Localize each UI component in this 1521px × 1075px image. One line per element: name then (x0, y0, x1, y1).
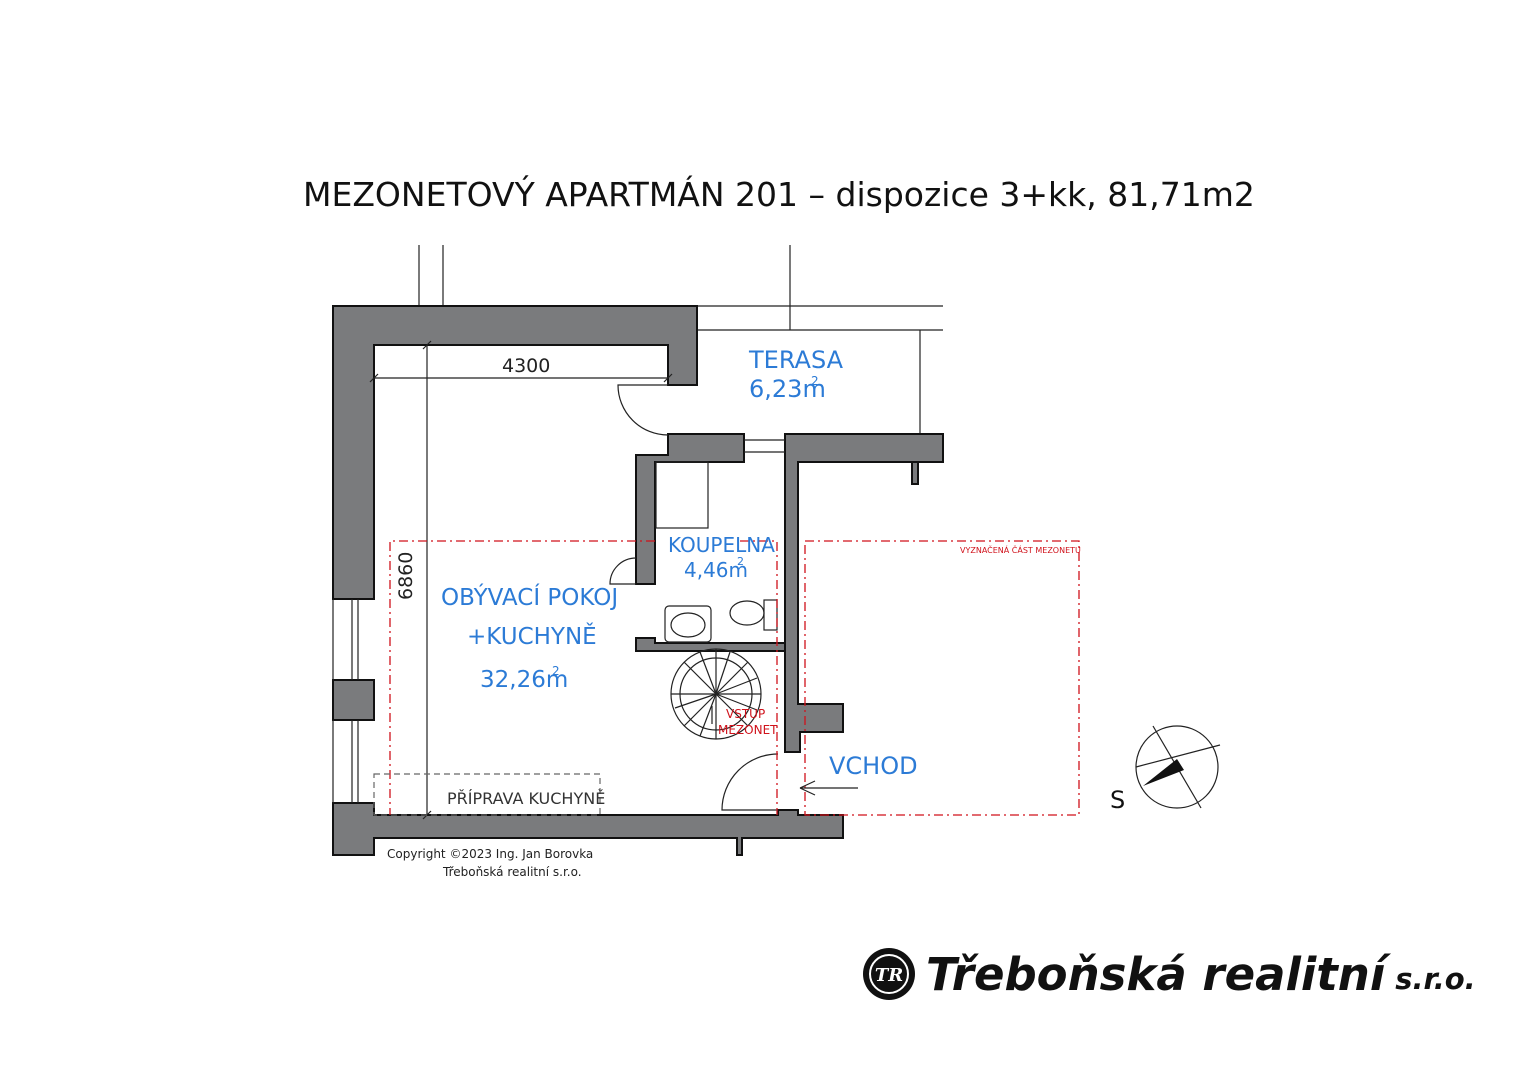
vchod-label: VCHOD (829, 752, 918, 780)
highlighted-areas (389, 540, 1080, 816)
koupelna-area-sup: 2 (737, 555, 744, 568)
priprava-label: PŘÍPRAVA KUCHYNĚ (447, 789, 605, 808)
brand: TR Třeboňská realitní s.r.o. (862, 944, 1476, 1004)
dimension-width: 4300 (502, 355, 550, 377)
obyvaci-area: 32,26m (480, 667, 568, 693)
terasa-name: TERASA (748, 346, 844, 374)
vstup-label-2: MEZONET (718, 723, 778, 737)
doors (609, 384, 779, 811)
vyznacena-label: VYZNAČENÁ ČÁST MEZONETU (960, 544, 1081, 555)
copyright-line-1: Copyright ©2023 Ing. Jan Borovka (387, 847, 593, 861)
obyvaci-name-2: +KUCHYNĚ (467, 622, 597, 650)
spiral-stair (670, 648, 762, 740)
kitchen-counter (373, 773, 601, 816)
vstup-label-1: VSTUP (726, 707, 765, 721)
walls (332, 305, 944, 856)
entry-arrow (799, 780, 858, 796)
brand-suffix: s.r.o. (1395, 962, 1476, 996)
north-arrow-icon (1135, 725, 1221, 809)
plan-title: MEZONETOVÝ APARTMÁN 201 – dispozice 3+kk… (303, 174, 1255, 214)
koupelna-name: KOUPELNA (668, 533, 775, 557)
dimension-height: 6860 (395, 552, 417, 600)
brand-name: Třeboňská realitní (926, 947, 1386, 1001)
brand-logo-text: TR (875, 965, 903, 986)
brand-logo-icon: TR (863, 948, 915, 1000)
bathroom-fixtures (655, 461, 778, 643)
dimension-lines (369, 340, 673, 820)
window-left (332, 439, 785, 803)
north-label: S (1110, 786, 1125, 814)
koupelna-area: 4,46m (684, 558, 748, 582)
terasa-area-sup: 2 (811, 374, 819, 388)
copyright-line-2: Třeboňská realitní s.r.o. (442, 865, 582, 879)
obyvaci-name-1: OBÝVACÍ POKOJ (441, 583, 618, 611)
obyvaci-area-sup: 2 (552, 664, 560, 678)
context-lines (418, 245, 943, 434)
terasa-area: 6,23m (749, 375, 826, 403)
